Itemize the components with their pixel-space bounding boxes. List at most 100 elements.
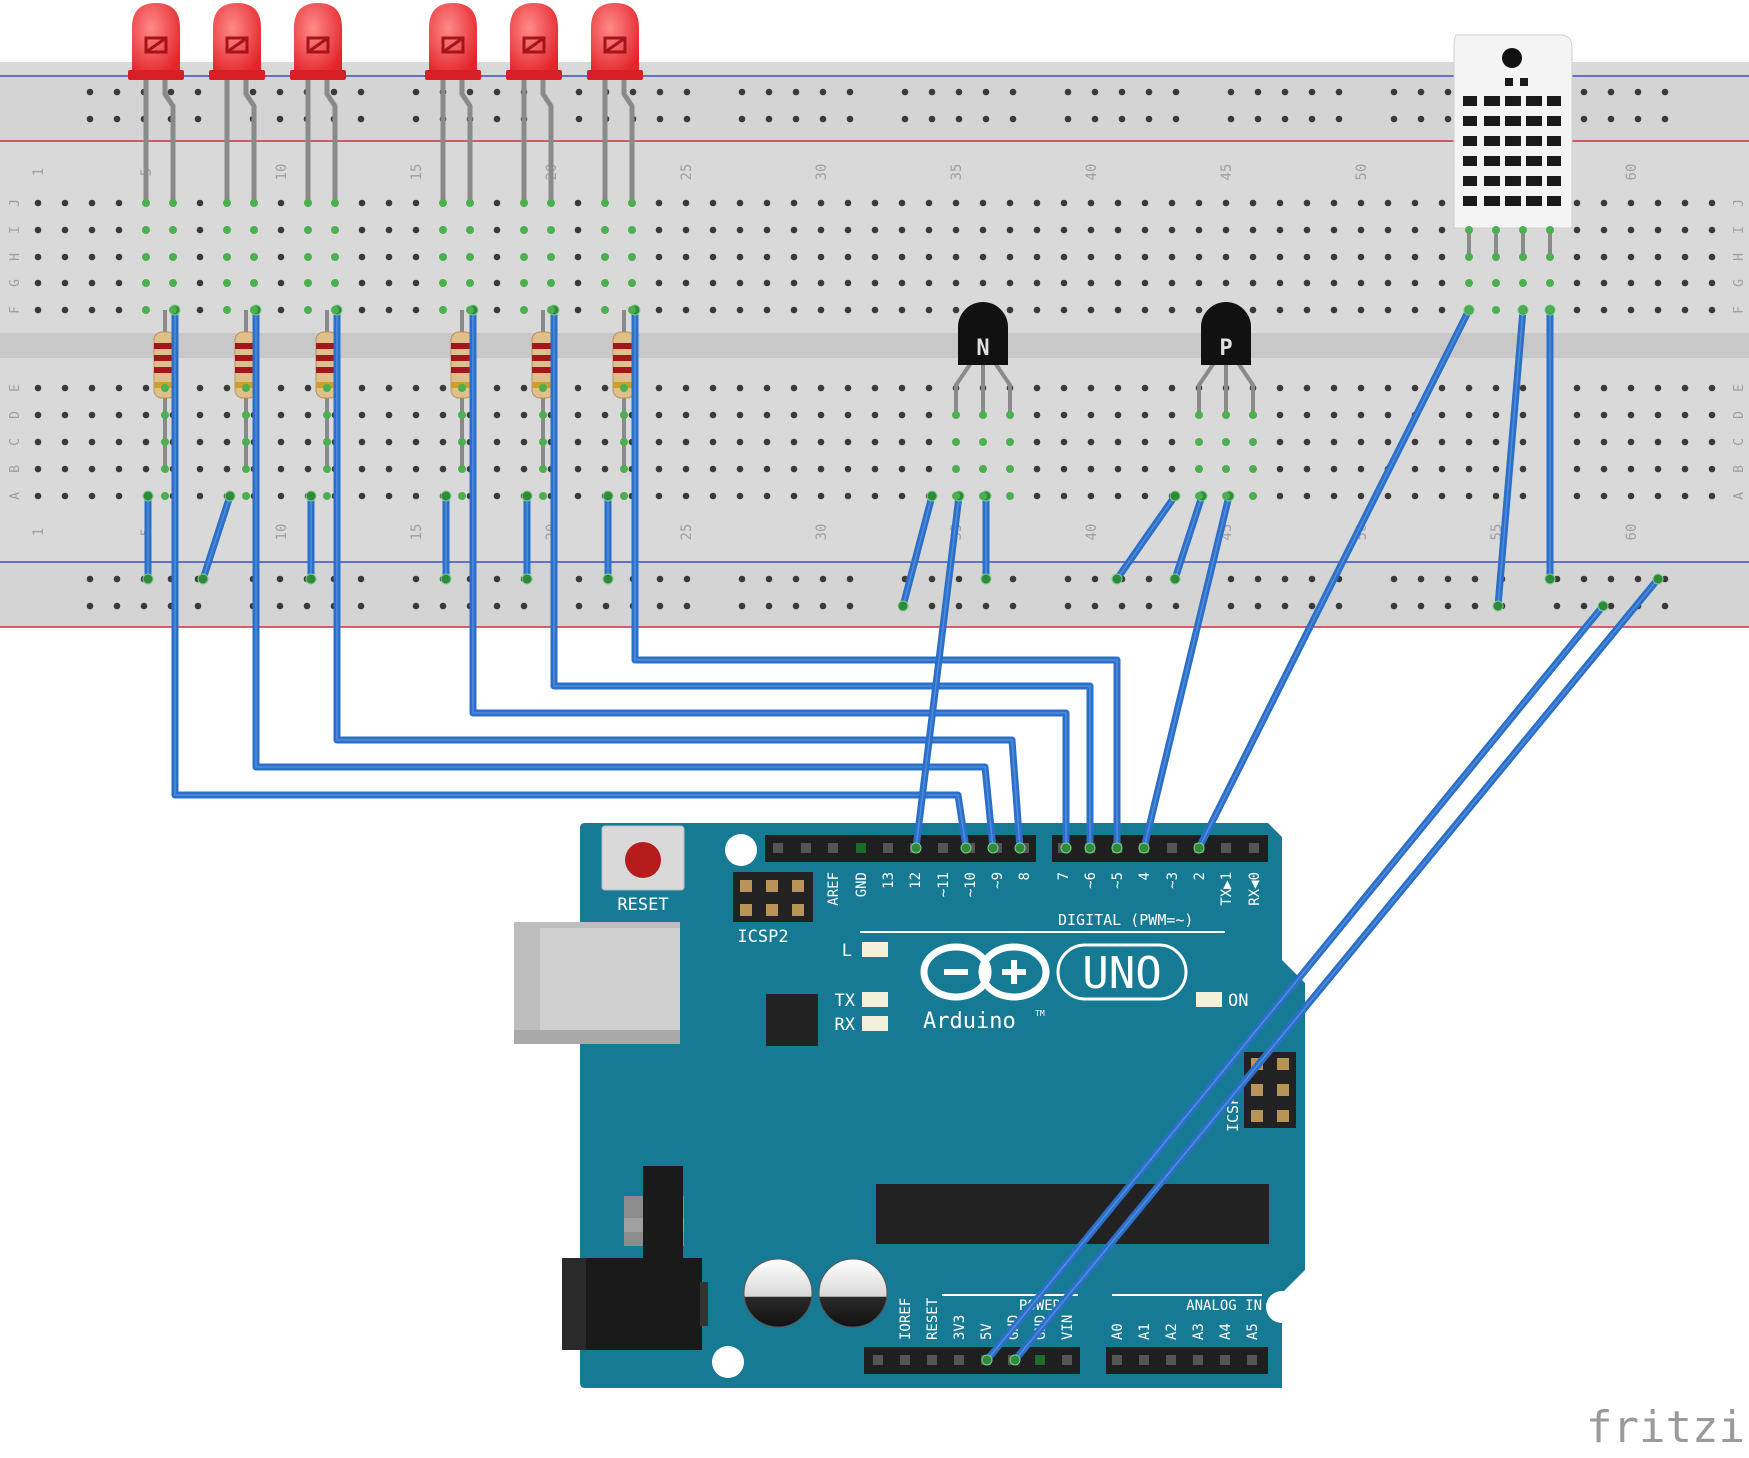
header-pin[interactable]	[1035, 1355, 1045, 1365]
wire-endpoint[interactable]	[1138, 842, 1150, 854]
wire-endpoint[interactable]	[1652, 573, 1664, 585]
breadboard-hole	[196, 199, 204, 207]
breadboard-hole	[763, 438, 771, 446]
wire-endpoint[interactable]	[602, 573, 614, 585]
wire-endpoint[interactable]	[1111, 573, 1123, 585]
header-pin[interactable]	[873, 1355, 883, 1365]
led-die	[603, 36, 627, 54]
breadboard-hole	[1384, 492, 1392, 500]
header-pin[interactable]	[856, 843, 866, 853]
wire-endpoint[interactable]	[1111, 842, 1123, 854]
header-pin[interactable]	[1193, 1355, 1203, 1365]
breadboard-hole	[88, 384, 96, 392]
wire-endpoint[interactable]	[987, 842, 999, 854]
breadboard-hole	[574, 199, 582, 207]
breadboard-hole	[1141, 465, 1149, 473]
wire-endpoint[interactable]	[897, 600, 909, 612]
breadboard-hole	[34, 253, 42, 261]
header-pin[interactable]	[828, 843, 838, 853]
breadboard-hole	[682, 438, 690, 446]
breadboard-hole	[1006, 306, 1014, 314]
connected-hole	[439, 199, 447, 207]
rail-hole	[1308, 88, 1316, 96]
wire-endpoint[interactable]	[980, 573, 992, 585]
breadboard-hole	[1087, 199, 1095, 207]
wire-endpoint[interactable]	[1597, 600, 1609, 612]
digital-pin-label: ~5	[1110, 872, 1126, 889]
wire-endpoint[interactable]	[1060, 842, 1072, 854]
breadboard-hole	[1708, 438, 1716, 446]
wire-endpoint[interactable]	[1009, 1354, 1021, 1366]
wire-endpoint[interactable]	[960, 842, 972, 854]
breadboard-hole	[763, 465, 771, 473]
transistor-leg	[991, 358, 1012, 415]
header-pin[interactable]	[900, 1355, 910, 1365]
wire-endpoint[interactable]	[305, 490, 317, 502]
breadboard-hole	[385, 306, 393, 314]
sensor-vent	[1484, 136, 1500, 146]
wire-endpoint[interactable]	[521, 490, 533, 502]
rail-hole	[765, 575, 773, 583]
header-pin[interactable]	[1221, 843, 1231, 853]
wire-endpoint[interactable]	[197, 573, 209, 585]
header-pin[interactable]	[1112, 1355, 1122, 1365]
wire-endpoint[interactable]	[981, 1354, 993, 1366]
wire-endpoint[interactable]	[1169, 490, 1181, 502]
header-pin[interactable]	[773, 843, 783, 853]
connected-hole	[620, 492, 628, 500]
rail-hole	[194, 602, 202, 610]
breadboard-hole	[979, 253, 987, 261]
wire-endpoint[interactable]	[224, 490, 236, 502]
reset-button-cap[interactable]	[625, 842, 661, 878]
connected-hole	[520, 199, 528, 207]
wire-endpoint[interactable]	[1492, 600, 1504, 612]
analog-label: ANALOG IN	[1186, 1298, 1262, 1314]
header-pin[interactable]	[954, 1355, 964, 1365]
breadboard-hole	[952, 279, 960, 287]
breadboard-hole	[1114, 279, 1122, 287]
header-pin[interactable]	[1167, 843, 1177, 853]
wire-endpoint[interactable]	[1169, 573, 1181, 585]
header-pin[interactable]	[1062, 1355, 1072, 1365]
rail-hole	[1634, 88, 1642, 96]
rail-hole	[1390, 575, 1398, 583]
wire-endpoint[interactable]	[926, 490, 938, 502]
wire-endpoint[interactable]	[440, 490, 452, 502]
wire-endpoint[interactable]	[602, 490, 614, 502]
wire-endpoint[interactable]	[1014, 842, 1026, 854]
wire-endpoint[interactable]	[142, 490, 154, 502]
rail-hole	[357, 115, 365, 123]
rail-hole	[1172, 602, 1180, 610]
wire-endpoint[interactable]	[1193, 842, 1205, 854]
breadboard-hole	[115, 492, 123, 500]
header-pin[interactable]	[1220, 1355, 1230, 1365]
wire-endpoint[interactable]	[142, 573, 154, 585]
connected-hole	[331, 253, 339, 261]
breadboard-hole	[223, 465, 231, 473]
header-pin[interactable]	[1249, 843, 1259, 853]
header-pin[interactable]	[1166, 1355, 1176, 1365]
breadboard-hole	[1303, 306, 1311, 314]
header-pin[interactable]	[1247, 1355, 1257, 1365]
header-pin[interactable]	[938, 843, 948, 853]
rail-hole	[140, 602, 148, 610]
breadboard-hole	[277, 384, 285, 392]
wire-endpoint[interactable]	[305, 573, 317, 585]
connected-hole	[979, 492, 987, 500]
breadboard-hole	[1600, 253, 1608, 261]
breadboard-hole	[1033, 438, 1041, 446]
breadboard-hole	[1141, 411, 1149, 419]
header-pin[interactable]	[883, 843, 893, 853]
header-pin[interactable]	[927, 1355, 937, 1365]
rail-hole	[819, 602, 827, 610]
wire-endpoint[interactable]	[1544, 573, 1556, 585]
breadboard-hole	[1411, 279, 1419, 287]
wire-endpoint[interactable]	[1084, 842, 1096, 854]
wire-endpoint[interactable]	[440, 573, 452, 585]
breadboard-hole	[1249, 226, 1257, 234]
wire-endpoint[interactable]	[521, 573, 533, 585]
header-pin[interactable]	[1139, 1355, 1149, 1365]
rail-hole	[1580, 115, 1588, 123]
wire-endpoint[interactable]	[910, 842, 922, 854]
header-pin[interactable]	[801, 843, 811, 853]
